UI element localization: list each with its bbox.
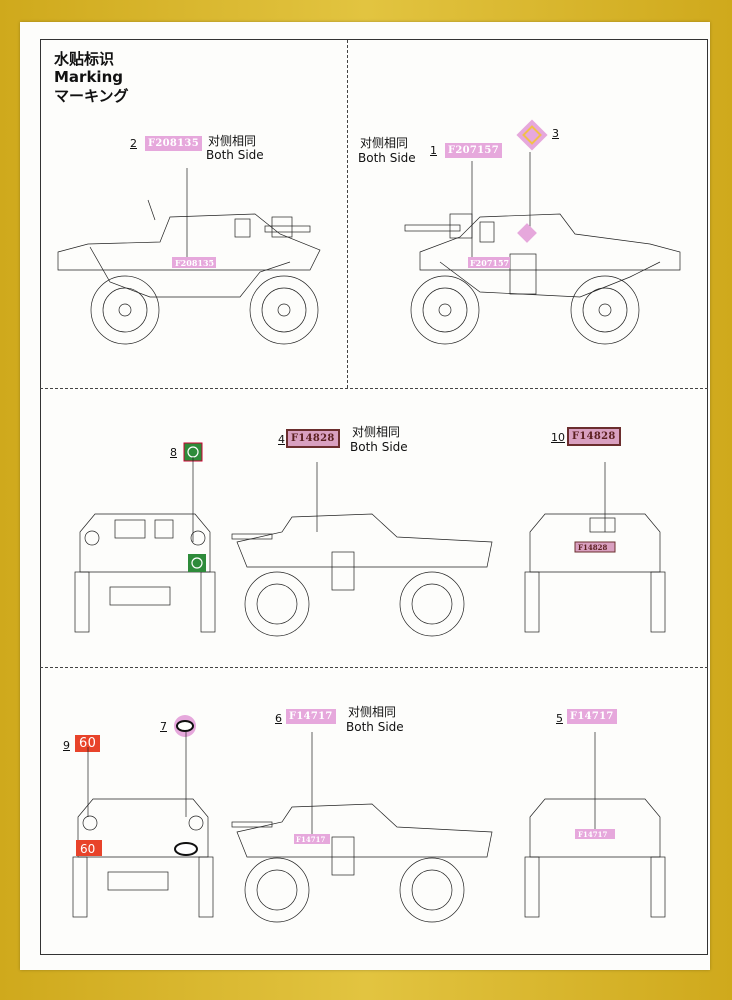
both-side-en: Both Side	[350, 440, 408, 454]
decal-number: 3	[552, 127, 559, 140]
scout-car-rear-4: F14717	[524, 732, 666, 918]
decal-number: 8	[170, 446, 177, 459]
scout-car-side-3: F14717	[231, 732, 493, 923]
both-side-en: Both Side	[358, 151, 416, 165]
diamond-decal	[516, 119, 548, 151]
both-side-en: Both Side	[206, 148, 264, 162]
decal-number: 2	[130, 137, 137, 150]
decal-label: F14717	[567, 709, 617, 724]
marking-panel	[40, 39, 708, 955]
oval-decal	[174, 715, 196, 737]
divider-1	[40, 388, 708, 389]
plate-text: F14717	[296, 835, 325, 844]
scout-car-left-side: F208135	[57, 168, 321, 345]
both-side-cn: 对侧相同	[352, 425, 401, 439]
decal-number: 9	[63, 739, 70, 752]
decal-number: 5	[556, 712, 563, 725]
scout-car-rear-2: F14828	[524, 462, 666, 633]
plate-text: F14717	[578, 830, 607, 839]
scout-car-side-2	[231, 462, 493, 637]
scout-car-rear-3: 60	[72, 732, 214, 918]
decal-label: F14828	[567, 427, 621, 446]
divider-2	[40, 667, 708, 668]
decal-number: 7	[160, 720, 167, 733]
both-side-cn: 对侧相同	[360, 136, 409, 150]
decal-label: F14717	[286, 709, 336, 724]
plate-text: 60	[80, 842, 95, 856]
red-decal: 60	[75, 735, 101, 752]
decal-number: 4	[278, 433, 285, 446]
divider-vertical	[347, 40, 348, 388]
both-side-cn: 对侧相同	[208, 134, 257, 148]
decal-number: 10	[551, 431, 565, 444]
plate-text: F14828	[578, 543, 607, 552]
plate-text: F208135	[175, 258, 214, 268]
scout-car-rear	[74, 457, 216, 633]
instruction-sheet: 水贴标识 Marking マーキング 2 F208135 对侧相同 Both S…	[20, 22, 710, 970]
scout-car-right-side: F207157	[404, 152, 681, 345]
both-side-cn: 对侧相同	[348, 705, 397, 719]
both-side-en: Both Side	[346, 720, 404, 734]
decal-label: F208135	[145, 136, 202, 151]
decal-label: F207157	[445, 143, 502, 158]
plate-text: F207157	[470, 258, 509, 268]
decal-label: F14828	[286, 429, 340, 448]
decal-number: 1	[430, 144, 437, 157]
title-en: Marking	[54, 68, 123, 86]
title-jp: マーキング	[54, 87, 129, 105]
title-cn: 水贴标识	[54, 50, 115, 68]
decal-number: 6	[275, 712, 282, 725]
